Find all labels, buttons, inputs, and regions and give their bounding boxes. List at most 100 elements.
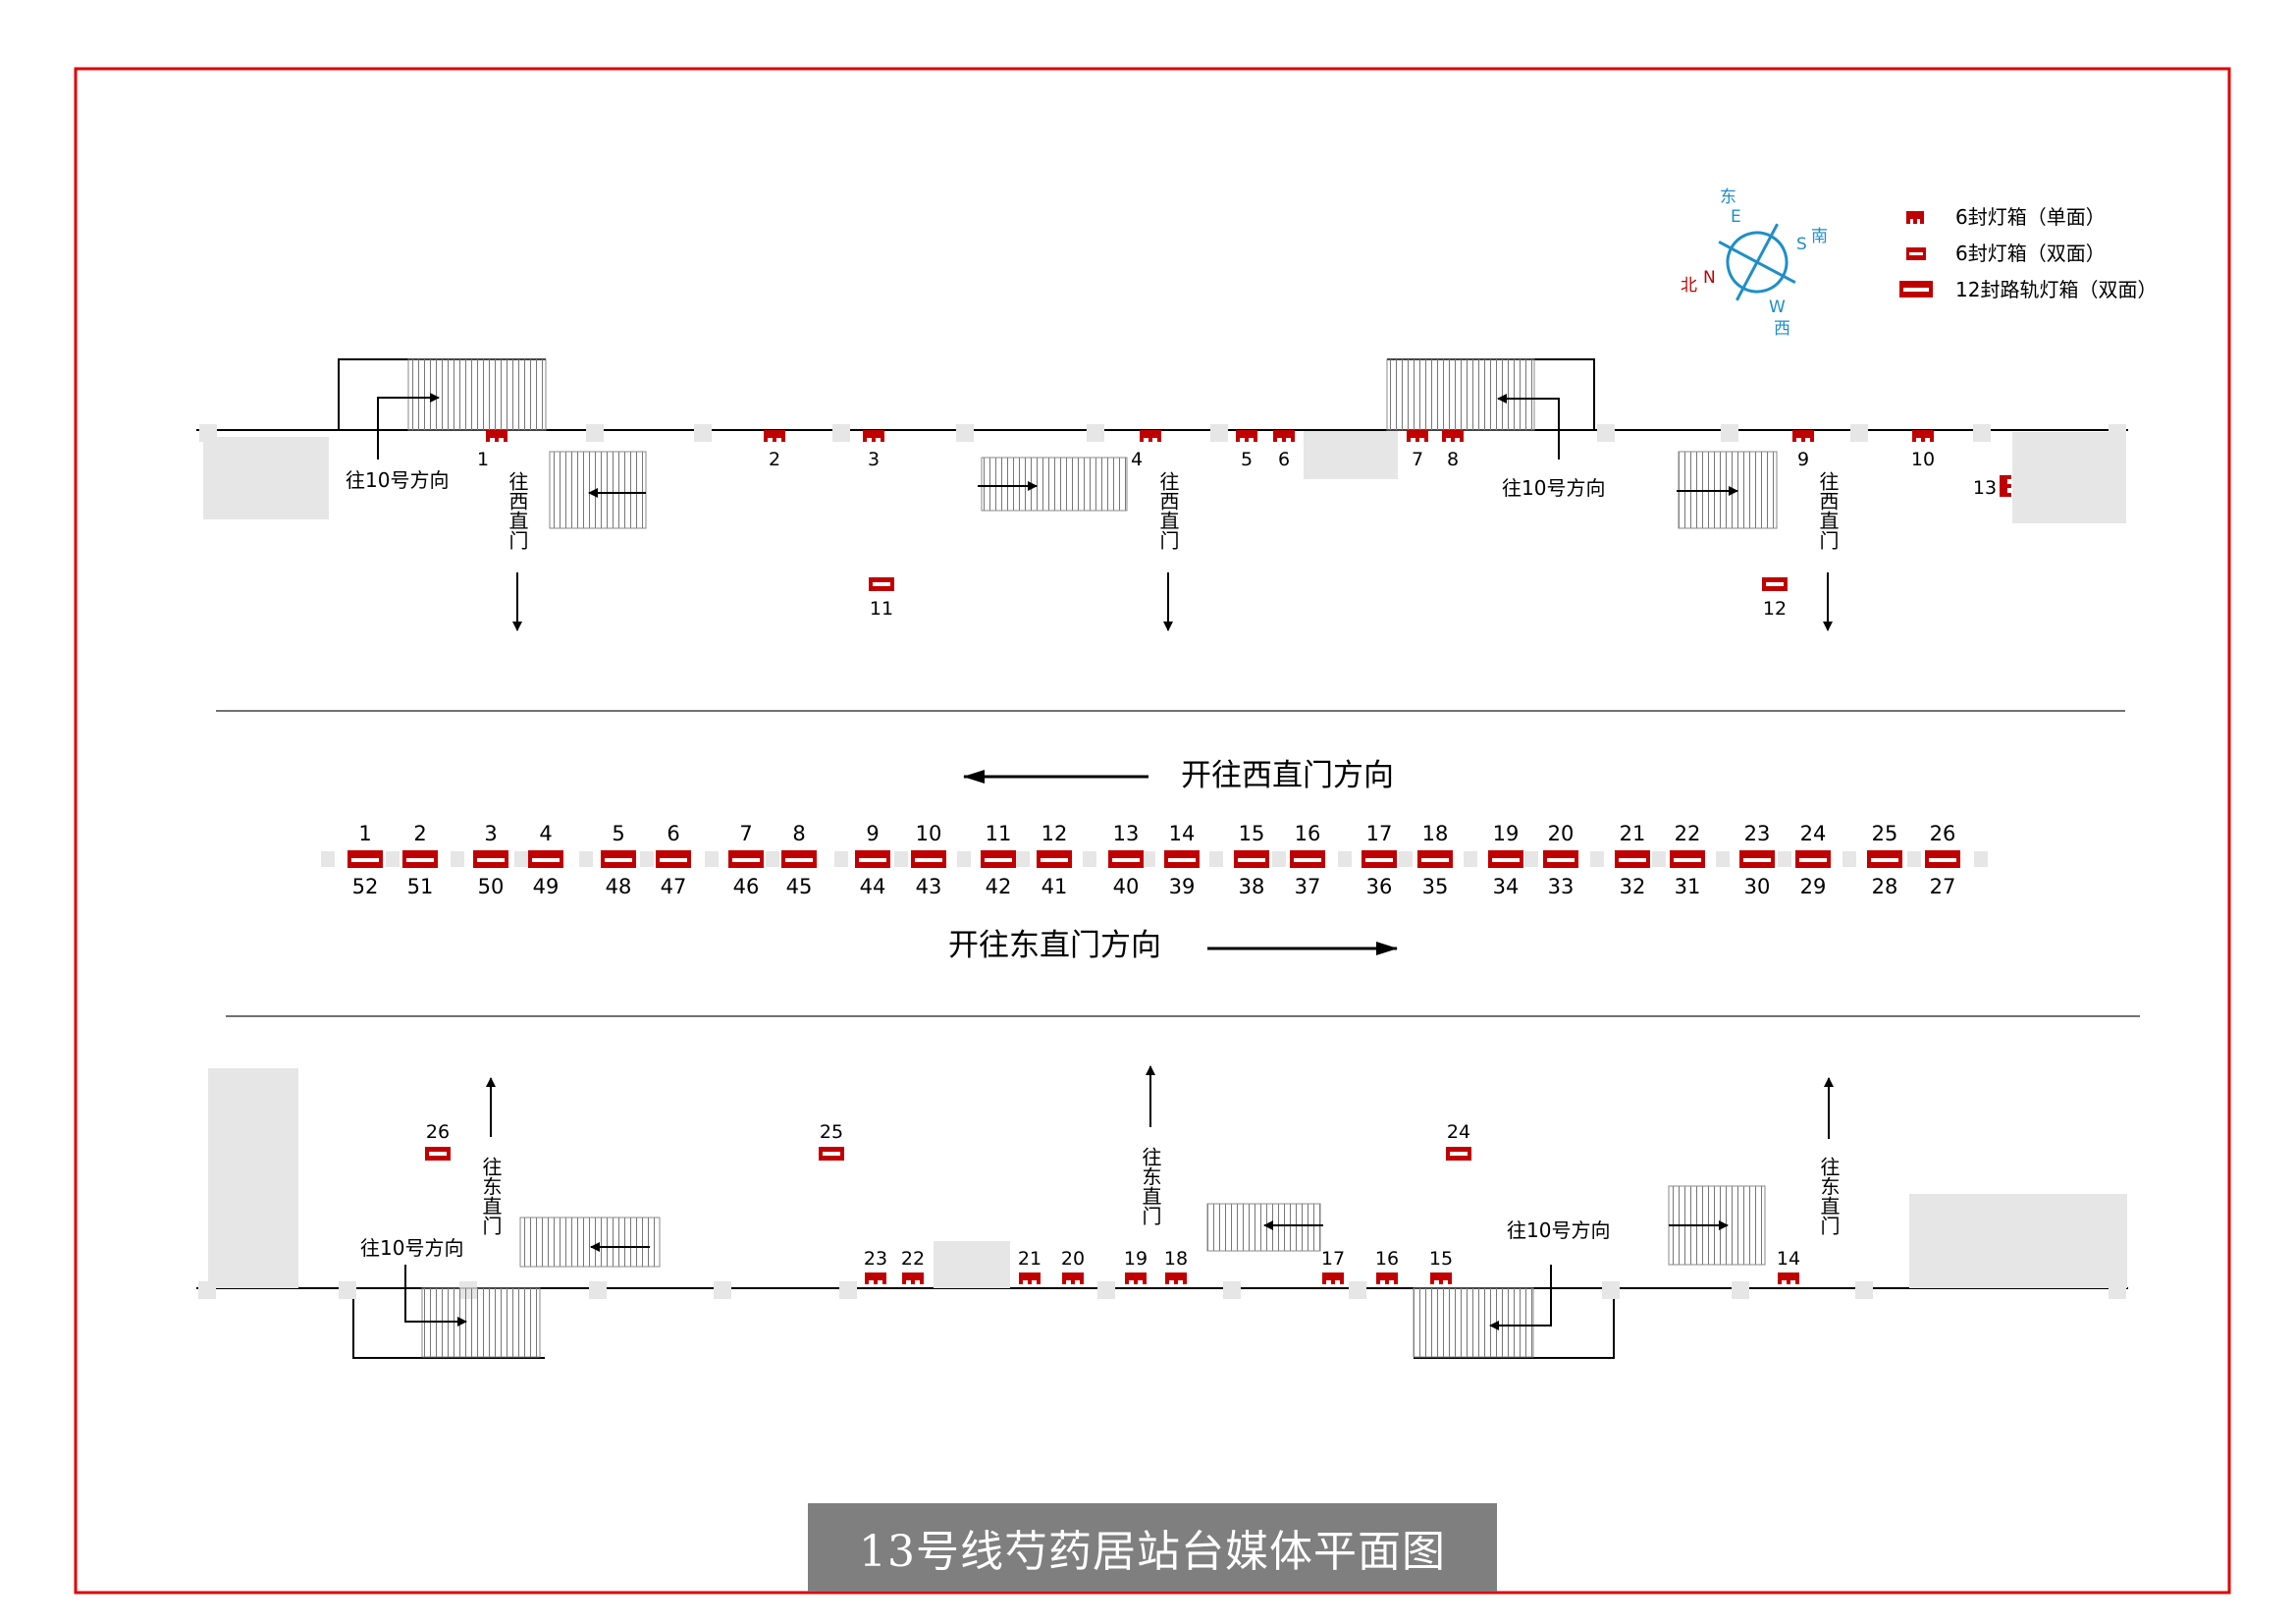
box-number: 23 [864, 1248, 887, 1270]
box-number: 41 [1041, 875, 1068, 898]
box-number: 19 [1124, 1248, 1148, 1270]
box-number: 1 [358, 822, 371, 845]
box-number: 22 [901, 1248, 925, 1270]
box-number: 7 [1412, 449, 1423, 470]
box-number: 10 [1911, 449, 1935, 470]
box-number: 35 [1422, 875, 1449, 898]
top-arrows [377, 393, 1833, 631]
rail-separator [321, 851, 335, 867]
compass-east: 东 [1720, 188, 1736, 207]
box-number: 10 [916, 822, 942, 845]
to-line10-label: 往10号方向 [360, 1236, 463, 1260]
to-xizhimen-labels: 往西直门 往西直门 往西直门 [506, 471, 1840, 550]
compass-south: 南 [1811, 227, 1828, 246]
box-number: 14 [1169, 822, 1196, 845]
compass-north: 北 [1681, 276, 1697, 296]
rail-separator [579, 851, 593, 867]
lightbox-16: 16 [1375, 1248, 1399, 1284]
to-dongzhimen-label: 往东直门 [1139, 1147, 1162, 1225]
box-number: 17 [1366, 822, 1393, 845]
compass-axis [1718, 241, 1796, 284]
rail-separator [451, 851, 464, 867]
box-number: 13 [1973, 477, 1997, 499]
rail-lightbox-7: 746 [728, 822, 764, 898]
box-number: 8 [1447, 449, 1459, 470]
box-number: 3 [868, 449, 880, 470]
box-number: 18 [1422, 822, 1449, 845]
rail-separator [1338, 851, 1352, 867]
rail-separator [1209, 851, 1223, 867]
box-number: 5 [1241, 449, 1253, 470]
box-number: 27 [1930, 875, 1956, 898]
box-number: 2 [769, 449, 780, 470]
lightbox-14: 14 [1777, 1248, 1800, 1284]
box-number: 52 [352, 875, 379, 898]
box-number: 5 [612, 822, 624, 845]
lightbox-19: 19 [1124, 1248, 1148, 1284]
compass-west: 西 [1774, 319, 1790, 339]
box-number: 6 [1278, 449, 1290, 470]
lightbox-4: 4 [1131, 430, 1161, 470]
bottom-arrows [404, 1065, 1834, 1330]
box-number: 25 [1872, 822, 1898, 845]
to-line10-label: 往10号方向 [346, 468, 449, 492]
rail-lightbox-4: 449 [528, 822, 563, 898]
compass-north-letter: N [1703, 268, 1716, 288]
rail-lightbox-12: 12 41 [1037, 822, 1072, 898]
box-number: 40 [1113, 875, 1140, 898]
box-number: 12 [1041, 822, 1068, 845]
rail-lightbox-3: 350 [473, 822, 508, 898]
rail-separator [1083, 851, 1096, 867]
bottom-staircases [421, 1185, 1766, 1358]
lightbox-15: 15 [1429, 1248, 1453, 1284]
rail-lightbox-1: 1 52 [347, 822, 383, 898]
box-number: 24 [1447, 1121, 1470, 1143]
box-number: 47 [661, 875, 687, 898]
box-number: 18 [1164, 1248, 1188, 1270]
rail-lightbox-9: 944 [855, 822, 890, 898]
box-number: 45 [786, 875, 813, 898]
compass-labels: 东 E S 南 W 西 北 N [1681, 188, 1828, 339]
rail-lightboxes: 1522513504495486477468459441043114212411… [321, 822, 1988, 898]
rail-separator [1590, 851, 1604, 867]
compass [1718, 223, 1796, 301]
box-number: 19 [1493, 822, 1520, 845]
to-dongzhimen-label: 往东直门 [479, 1157, 503, 1235]
box-number: 15 [1239, 822, 1265, 845]
lightbox-8: 8 [1442, 430, 1464, 470]
lightbox-3: 3 [863, 430, 884, 470]
rail-separator [766, 851, 779, 867]
box-number: 29 [1800, 875, 1827, 898]
lightbox-20: 20 [1061, 1248, 1085, 1284]
box-number: 21 [1018, 1248, 1041, 1270]
rail-separator [640, 851, 654, 867]
box-number: 50 [478, 875, 505, 898]
box-number: 15 [1429, 1248, 1453, 1270]
box-number: 1 [477, 449, 489, 470]
box-number: 14 [1777, 1248, 1800, 1270]
rail-separator [386, 851, 400, 867]
lightbox-2: 2 [764, 430, 785, 470]
to-xizhimen-label: 往西直门 [1156, 471, 1180, 550]
legend-double-label: 6封灯箱（双面） [1955, 242, 2106, 265]
box-number: 17 [1321, 1248, 1345, 1270]
rail-separator [834, 851, 848, 867]
box-number: 4 [539, 822, 552, 845]
box-number: 37 [1295, 875, 1321, 898]
rail-separator [894, 851, 908, 867]
compass-east-letter: E [1731, 207, 1741, 227]
box-number: 33 [1548, 875, 1575, 898]
lightbox-26: 26 [425, 1121, 451, 1161]
box-number: 51 [407, 875, 434, 898]
rail-separator [1652, 851, 1666, 867]
lightbox-6: 6 [1273, 430, 1295, 470]
